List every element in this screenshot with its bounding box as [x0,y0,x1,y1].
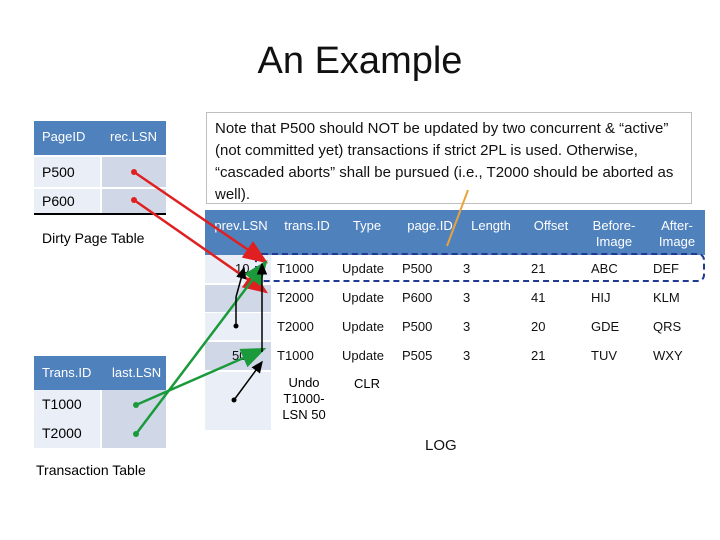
log-cell-before-image: TUV [591,348,617,363]
prev-lsn-cell-5 [205,372,271,430]
prev-lsn-chain-arrows [231,262,268,403]
log-cell-length: 3 [463,261,471,276]
log-cell-type: Update [342,261,384,276]
log-header-trans-id: trans.ID [284,218,330,233]
log-header-offset: Offset [533,218,569,233]
log-cell-trans-id: T1000 [277,261,314,276]
log-cell-length: 3 [463,348,471,363]
log-cell-page-id: P500 [402,261,433,276]
log-cell-offset: 21 [531,348,546,363]
green-arrow-t2000 [133,260,268,437]
log-header-after-image: After-Image [658,218,696,249]
slide-title: An Example [257,40,463,82]
dpt-page-p600: P600 [42,193,75,209]
dirty-page-table-caption: Dirty Page Table [42,230,145,246]
log-cell-clr-type: CLR [354,376,381,391]
log-cell-type: Update [342,290,384,305]
header-rec-lsn: rec.LSN [110,129,157,144]
dpt-bottom-rule [34,213,166,215]
log-cell-after-image: WXY [653,348,683,363]
log-cell-after-image: QRS [653,319,682,334]
log-cell-type: Update [342,348,384,363]
log-cell-undo-trans: Undo T1000-LSN 50 [282,375,326,422]
note-box: Note that P500 should NOT be updated by … [206,112,692,204]
log-cell-trans-id: T2000 [277,319,314,334]
tt-row-2-trans-cell: T2000 [34,420,100,448]
header-page-id: PageID [42,129,86,144]
log-label: LOG [425,437,457,454]
dpt-row-1-page-cell: P500 [34,157,100,187]
log-table-header: prev.LSN trans.ID Type page.ID Length Of… [205,210,705,255]
green-arrow-t1000 [133,347,267,408]
log-cell-length: 3 [463,319,471,334]
log-cell-before-image: HIJ [591,290,611,305]
header-last-lsn: last.LSN [112,365,162,380]
log-cell-offset: 20 [531,319,546,334]
dpt-page-p500: P500 [42,164,75,180]
log-row: 10 T1000 Update P500 3 21 ABC DEF [205,254,705,283]
tt-trans-t2000: T2000 [42,425,82,441]
log-cell-length: 3 [463,290,471,305]
log-row: T2000 Update P500 3 20 GDE QRS [205,312,705,341]
log-header-before-image: Before-Image [592,218,636,249]
transaction-table-caption: Transaction Table [36,462,146,478]
tt-row-1-trans-cell: T1000 [34,390,100,420]
log-cell-page-id: P500 [402,319,433,334]
dpt-row-2-page-cell: P600 [34,189,100,213]
log-row: T2000 Update P600 3 41 HIJ KLM [205,283,705,312]
header-trans-id: Trans.ID [42,365,92,380]
log-header-prev-lsn: prev.LSN [214,218,268,233]
log-cell-type: Update [342,319,384,334]
transaction-table-header: Trans.ID last.LSN [34,356,166,390]
log-cell-trans-id: T2000 [277,290,314,305]
log-header-length: Length [471,218,511,233]
log-cell-after-image: DEF [653,261,679,276]
red-arrow-p600 [131,197,269,294]
red-arrow-p500 [131,169,269,264]
log-cell-offset: 21 [531,261,546,276]
log-cell-page-id: P600 [402,290,433,305]
dirty-page-table-header: PageID rec.LSN [34,121,166,155]
log-header-page-id: page.ID [407,218,453,233]
log-header-type: Type [352,218,382,233]
log-cell-before-image: ABC [591,261,618,276]
note-pointer [446,189,469,247]
log-cell-before-image: GDE [591,319,620,334]
log-cell-page-id: P505 [402,348,433,363]
log-cell-trans-id: T1000 [277,348,314,363]
tt-trans-t1000: T1000 [42,396,82,412]
log-cell-after-image: KLM [653,290,680,305]
log-cell-offset: 41 [531,290,546,305]
